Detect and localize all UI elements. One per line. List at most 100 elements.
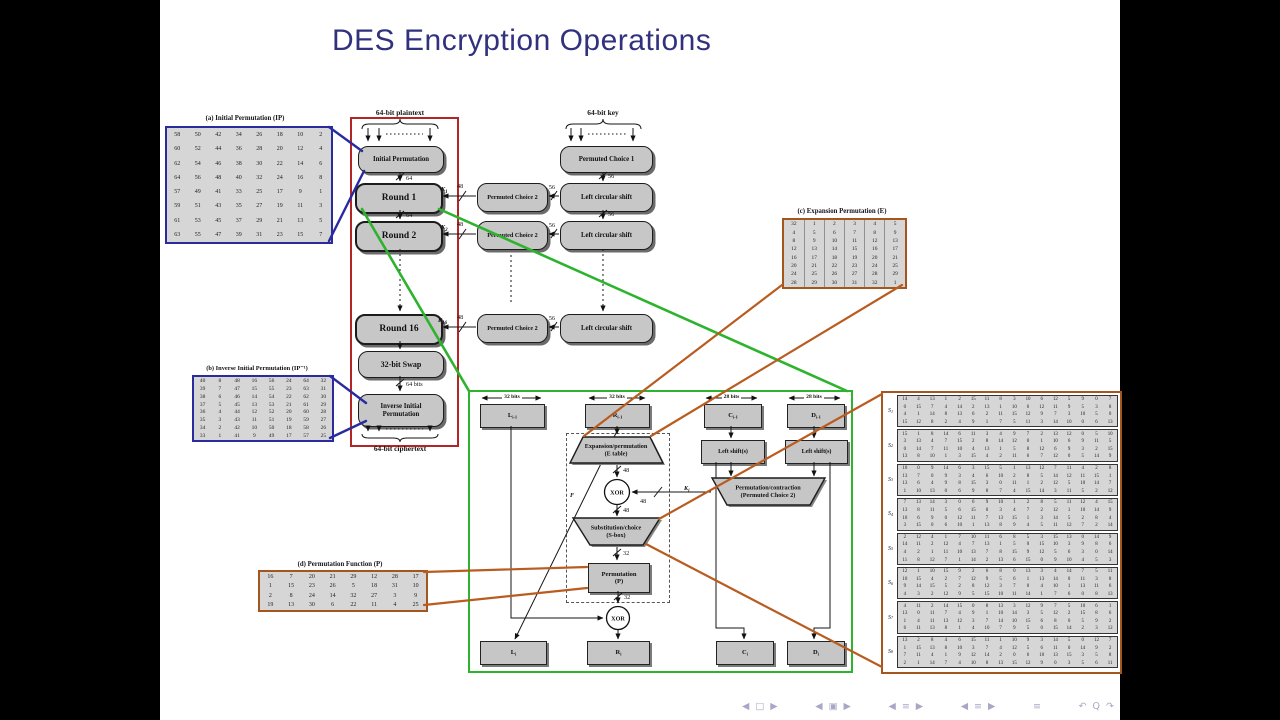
table-cell: 6 — [958, 466, 961, 472]
table-cell: 30 — [320, 393, 327, 400]
table-cell: 0 — [999, 481, 1002, 487]
table-cell: 48 — [215, 174, 222, 181]
nav-icon[interactable]: □ — [755, 701, 765, 712]
table-cell: 6 — [972, 412, 975, 418]
c-out-box: Ci — [716, 641, 774, 665]
table-cell: 44 — [234, 409, 240, 416]
table-cell: 5 — [351, 583, 355, 590]
table-cell: 10 — [970, 660, 976, 666]
table-cell: 2 — [319, 132, 323, 139]
table-cell: 11 — [984, 534, 990, 540]
table-cell: 0 — [1054, 660, 1057, 666]
table-cell: 10 — [970, 534, 976, 540]
table-cell: 20 — [864, 253, 886, 262]
table-cell: 13 — [929, 626, 935, 632]
table-cell: 13 — [251, 401, 258, 408]
table-cell: 4 — [999, 431, 1002, 437]
nav-icon[interactable]: ≡ — [901, 701, 910, 712]
table-cell: 8 — [999, 550, 1002, 556]
nav-icon[interactable]: ≡ — [974, 701, 983, 712]
table-cell: 25 — [412, 602, 419, 609]
table-cell: 4 — [319, 146, 323, 153]
nav-icon[interactable]: Q — [1092, 701, 1101, 712]
table-cell: 12 — [1025, 603, 1031, 609]
table-cell: 4 — [972, 626, 975, 632]
nav-icon[interactable]: ▶ — [770, 701, 778, 712]
table-cell: 10 — [1052, 439, 1058, 445]
nav-icon[interactable]: ▶ — [988, 701, 996, 712]
round16-box: Round 16 — [355, 314, 443, 345]
nav-icon[interactable]: ▶ — [915, 701, 924, 712]
nav-icon[interactable]: ◀ — [742, 701, 750, 712]
table-cell: 4 — [1054, 569, 1057, 575]
table-cell: 15 — [916, 523, 921, 529]
table-cell: 10 — [1011, 404, 1017, 410]
table-cell: 15 — [1052, 534, 1058, 540]
table-cell: 27 — [371, 592, 378, 599]
table-cell: 2 — [930, 542, 934, 548]
nav-icon[interactable]: ▶ — [843, 701, 851, 712]
swap-box: 32-bit Swap — [358, 351, 444, 378]
table-cell: 3 — [1026, 611, 1030, 617]
nav-icon[interactable]: ↶ — [1078, 701, 1087, 712]
nav-icon[interactable]: ▣ — [828, 701, 838, 712]
table-cell: 7 — [972, 542, 975, 548]
table-cell: 40 — [199, 377, 206, 384]
table-cell: 1 — [999, 542, 1002, 548]
table-cell: 15 — [984, 466, 990, 472]
table-cell: 38 — [235, 160, 242, 167]
nav-icon[interactable]: ◀ — [960, 701, 969, 712]
table-cell: 4 — [958, 542, 961, 548]
table-cell: 12 — [784, 245, 805, 254]
table-cell: 0 — [1013, 569, 1016, 575]
table-cell: 4 — [985, 454, 989, 460]
nav-icon[interactable]: ↷ — [1106, 701, 1114, 712]
table-cell: 3 — [958, 454, 961, 460]
table-cell: 4 — [1026, 523, 1030, 529]
table-cell: 6 — [1040, 618, 1043, 624]
table-cell: 6 — [1108, 611, 1112, 617]
table-cell: 10 — [1011, 618, 1017, 624]
table-cell: 12 — [916, 534, 921, 540]
table-cell: 12 — [1011, 645, 1017, 651]
nav-icon[interactable]: ◀ — [888, 701, 896, 712]
table-cell: 12 — [1039, 550, 1045, 556]
table-cell: 1 — [944, 534, 948, 540]
table-cell: 15 — [916, 645, 921, 651]
table-cell: 4 — [917, 397, 920, 403]
table-cell: 2 — [1095, 523, 1098, 529]
table-cell: 5 — [1040, 611, 1043, 617]
table-cell: 26 — [320, 425, 327, 432]
table-cell: 3 — [1081, 446, 1084, 452]
table-cell: 7 — [958, 534, 961, 540]
table-cell: 37 — [235, 217, 242, 224]
nav-icon[interactable]: ≡ — [1032, 701, 1041, 712]
table-cell: 4 — [972, 473, 975, 479]
table-cell: 13 — [984, 446, 990, 452]
table-cell: 15 — [1011, 515, 1017, 521]
table-cell: 12 — [1107, 626, 1113, 632]
table-cell: 2 — [944, 576, 948, 582]
table-cell: 5 — [1095, 412, 1098, 418]
table-cell: 4 — [958, 660, 961, 666]
table-cell: 5 — [1067, 603, 1071, 609]
table-cell: 5 — [1067, 397, 1071, 403]
table-cell: 14 — [1052, 473, 1058, 479]
table-cell: 63 — [303, 385, 309, 392]
nav-icon[interactable]: ◀ — [815, 701, 823, 712]
table-cell: 51 — [194, 203, 201, 210]
table-cell: 2 — [930, 592, 934, 598]
table-cell: 10 — [1025, 397, 1031, 403]
table-cell: 6 — [1108, 584, 1112, 590]
table-cell: 13 — [957, 412, 963, 418]
table-cell: 2 — [958, 584, 961, 590]
table-cell: 3 — [985, 481, 989, 487]
